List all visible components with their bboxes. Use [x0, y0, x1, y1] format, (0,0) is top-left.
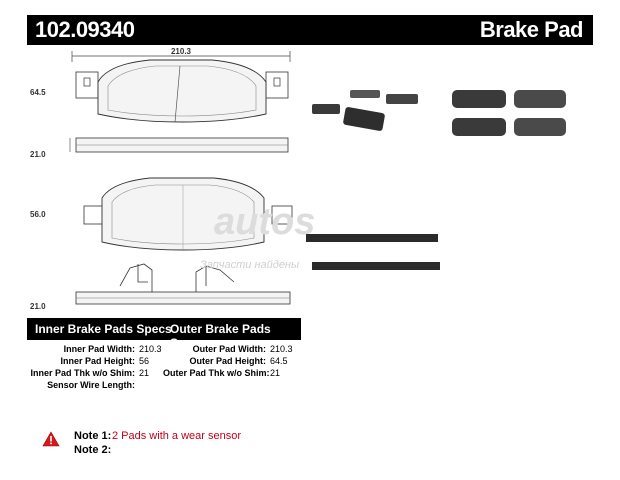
inner-specs-list: Inner Pad Width:210.3 Inner Pad Height:5… [27, 344, 162, 392]
inner-pad-front-view [83, 177, 293, 251]
svg-text:Запчасти найдены: Запчасти найдены [200, 259, 299, 271]
inner-thickness-label: 21.0 [30, 302, 46, 311]
outer-specs-list: Outer Pad Width:210.3 Outer Pad Height:6… [163, 344, 293, 380]
width-dimension: 210.3 [71, 47, 291, 62]
technical-drawing: 210.3 64.5 21.0 56.0 21.0 [30, 47, 566, 311]
warning-icon [42, 431, 60, 447]
product-type: Brake Pad [479, 17, 584, 42]
spec-row: Outer Pad Height:64.5 [189, 356, 288, 366]
specs-header: Inner Brake Pads Specs Outer Brake Pads … [27, 318, 301, 350]
spec-row: Outer Pad Thk w/o Shim:21 [163, 368, 281, 378]
inner-pad-side-view [75, 291, 291, 305]
outer-pad-side-view [69, 137, 289, 153]
product-photos [312, 90, 566, 136]
pad-clips [119, 263, 235, 292]
inner-height-label: 56.0 [30, 210, 46, 219]
spec-row: Inner Pad Thk w/o Shim:21 [30, 368, 150, 378]
svg-text:autos: autos [214, 201, 315, 243]
spec-row: Inner Pad Height:56 [60, 356, 150, 366]
inner-specs-title: Inner Brake Pads Specs [35, 322, 172, 336]
notes: Note 1:2 Pads with a wear sensor Note 2: [42, 430, 241, 458]
spec-row: Inner Pad Width:210.3 [63, 344, 162, 354]
outer-thickness-label: 21.0 [30, 150, 46, 159]
width-dimension-label: 210.3 [171, 47, 192, 56]
spec-row: Outer Pad Width:210.3 [192, 344, 293, 354]
part-number: 102.09340 [35, 17, 135, 42]
note-row: Note 1:2 Pads with a wear sensor [74, 430, 242, 442]
watermark: autos Запчасти найдены [200, 201, 315, 271]
outer-height-label: 64.5 [30, 88, 46, 97]
title-bar: 102.09340 Brake Pad [27, 15, 593, 45]
pad-profile-photos [306, 234, 440, 270]
note-row: Note 2: [74, 444, 112, 456]
spec-row: Sensor Wire Length: [47, 380, 135, 390]
outer-pad-front-view [75, 59, 289, 123]
outer-specs-title: Outer Brake Pads Specs [170, 322, 271, 350]
